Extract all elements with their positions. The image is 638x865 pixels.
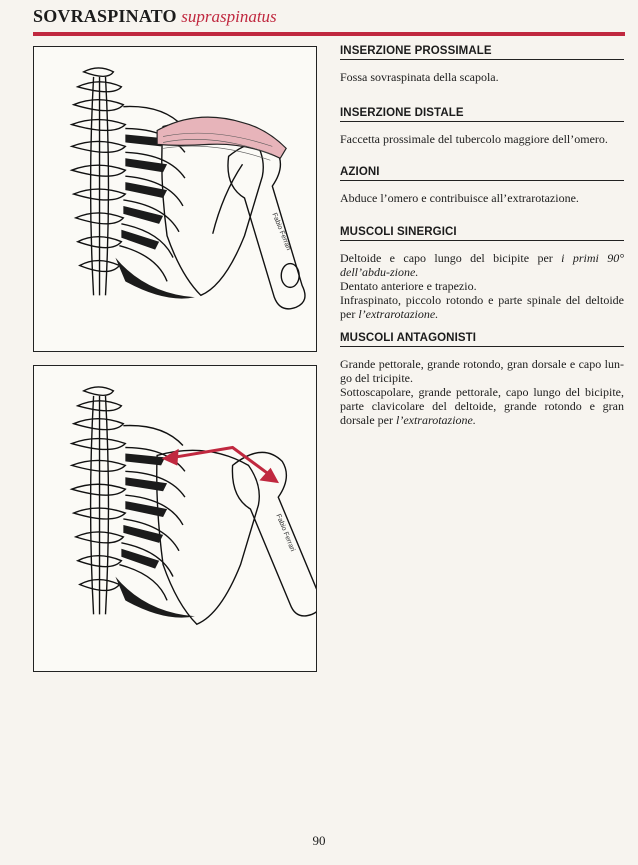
muscle-name: SOVRASPINATO xyxy=(33,6,177,26)
section-heading: AZIONI xyxy=(340,166,624,181)
text-run-italic: l’extrarotazione. xyxy=(395,413,476,427)
paragraph: Deltoide e capo lungo del bicipite per i… xyxy=(340,251,624,279)
paragraph: Infraspinato, piccolo rotondo e parte sp… xyxy=(340,293,624,321)
section-text: Faccetta prossimale del tubercolo maggio… xyxy=(340,132,624,146)
section-text: Deltoide e capo lungo del bicipite per i… xyxy=(340,251,624,321)
section-synergists: MUSCOLI SINERGICI Deltoide e capo lungo … xyxy=(340,226,624,321)
section-heading: INSERZIONE DISTALE xyxy=(340,107,624,122)
paragraph: Fossa sovraspinata della scapola. xyxy=(340,70,499,84)
text-run: Infraspinato, piccolo rotondo e parte sp… xyxy=(340,293,624,321)
paragraph: Sottoscapolare, grande pettorale, capo l… xyxy=(340,385,624,427)
text-run: Deltoide e capo lungo del bicipite per xyxy=(340,251,562,265)
paragraph: Abduce l’omero e contribuisce all’extrar… xyxy=(340,191,579,205)
text-run: Sottoscapolare, grande pettorale, capo l… xyxy=(340,385,624,427)
figure-muscle-action: Fabio Ferrari xyxy=(33,365,317,672)
action-arrow xyxy=(161,445,280,484)
page-title: SOVRASPINATO supraspinatus xyxy=(33,6,277,27)
text-run-italic: i primi 90° dell’abdu-zione. xyxy=(340,251,624,279)
figure-muscle-anatomy: Fabio Ferrari xyxy=(33,46,317,352)
section-heading: INSERZIONE PROSSIMALE xyxy=(340,45,624,60)
shoulder-illustration-top: Fabio Ferrari xyxy=(69,67,306,310)
title-rule xyxy=(33,32,625,36)
paragraph: Faccetta prossimale del tubercolo maggio… xyxy=(340,132,608,146)
section-heading: MUSCOLI SINERGICI xyxy=(340,226,624,241)
section-distal-insertion: INSERZIONE DISTALE Faccetta prossimale d… xyxy=(340,107,624,146)
section-text: Abduce l’omero e contribuisce all’extrar… xyxy=(340,191,624,205)
section-text: Grande pettorale, grande rotondo, gran d… xyxy=(340,357,624,427)
section-actions: AZIONI Abduce l’omero e contribuisce all… xyxy=(340,166,624,205)
section-heading: MUSCOLI ANTAGONISTI xyxy=(340,332,624,347)
section-proximal-insertion: INSERZIONE PROSSIMALE Fossa sovraspinata… xyxy=(340,45,624,84)
section-text: Fossa sovraspinata della scapola. xyxy=(340,70,624,84)
paragraph: Dentato anteriore e trapezio. xyxy=(340,279,477,293)
text-run-italic: l’extrarotazione. xyxy=(358,307,439,321)
latin-name: supraspinatus xyxy=(181,7,277,26)
page-number: 90 xyxy=(312,833,326,848)
shoulder-illustration-bottom: Fabio Ferrari xyxy=(69,386,316,626)
paragraph: Grande pettorale, grande rotondo, gran d… xyxy=(340,357,624,385)
section-antagonists: MUSCOLI ANTAGONISTI Grande pettorale, gr… xyxy=(340,332,624,427)
